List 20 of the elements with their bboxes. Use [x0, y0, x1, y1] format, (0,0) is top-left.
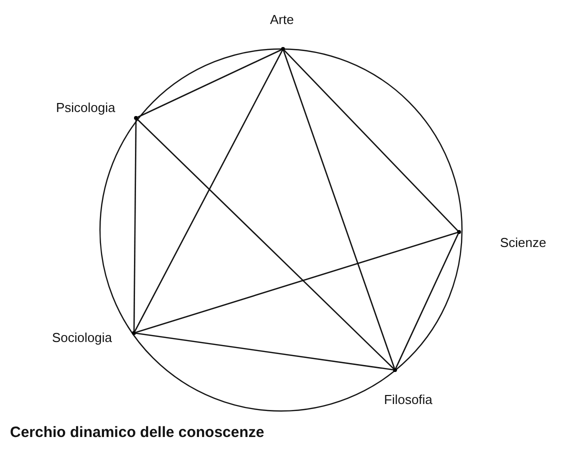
connecting-line: [284, 50, 458, 232]
topic-label: Psicologia: [56, 100, 116, 115]
vertex-dot: [281, 47, 285, 51]
connecting-line: [136, 118, 394, 370]
connecting-line: [395, 234, 459, 368]
connecting-line: [134, 50, 283, 332]
connecting-line: [136, 332, 394, 370]
vertex-dot: [457, 230, 461, 234]
topic-label: Scienze: [500, 235, 546, 250]
vertex-dot: [132, 331, 136, 335]
connecting-line: [136, 232, 458, 334]
diagram-caption: Cerchio dinamico delle conoscenze: [10, 424, 264, 441]
vertex-dot: [393, 368, 397, 372]
topic-label: Sociologia: [52, 330, 112, 345]
vertex-dot: [134, 116, 138, 120]
connecting-line: [133, 120, 137, 331]
topic-label: Arte: [270, 12, 294, 27]
topic-label: Filosofia: [384, 392, 432, 407]
connecting-line: [138, 49, 282, 118]
connecting-line: [283, 50, 395, 368]
